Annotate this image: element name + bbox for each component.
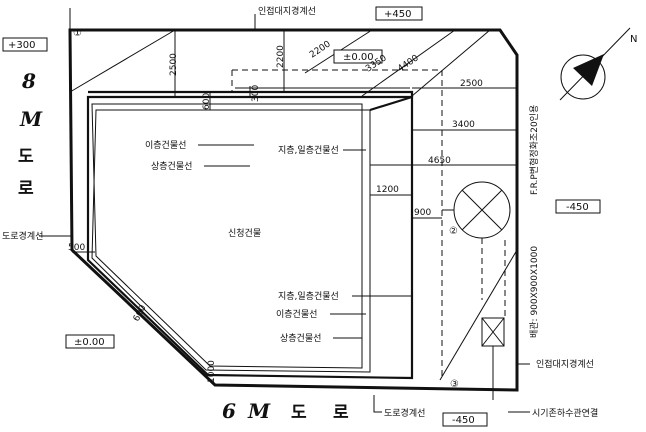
label-second-floor-top: 이층건물선 bbox=[145, 140, 186, 151]
elevation-top-center: +450 bbox=[375, 6, 423, 21]
label-adjacent-boundary-right: 인접대지경계선 bbox=[536, 358, 594, 370]
sewer-box bbox=[481, 240, 506, 400]
site-boundary bbox=[68, 28, 519, 392]
label-upper-floor-bottom: 상층건물선 bbox=[280, 333, 321, 344]
frp-septic-tank bbox=[442, 181, 511, 300]
dim-1200: 1200 bbox=[376, 185, 399, 195]
drawing-shape-49 bbox=[333, 49, 383, 64]
drawing-shape-2 bbox=[91, 103, 363, 369]
drawing-text-3: ±0.00 bbox=[343, 52, 374, 63]
drawing-text-41: 도 bbox=[18, 147, 34, 167]
dim-3400: 3400 bbox=[452, 120, 475, 130]
building-second-floor-outline bbox=[91, 103, 363, 369]
drawing-shape-0 bbox=[68, 28, 519, 392]
road-left-label: 8 M 도 로 bbox=[18, 69, 43, 199]
drawing-shape-6 bbox=[369, 95, 413, 112]
building-first-floor-outline bbox=[86, 95, 414, 380]
drawing-text-40: M bbox=[19, 107, 43, 131]
drawing-shape-4 bbox=[88, 90, 414, 97]
drawing-text-4: -450 bbox=[566, 202, 589, 213]
drawing-shape-13 bbox=[439, 249, 518, 381]
building-top-strip bbox=[88, 87, 414, 112]
drawing-shape-9 bbox=[69, 29, 176, 93]
dim-1000-corner: 1000 bbox=[207, 360, 217, 383]
elevation-left-bottom: ±0.00 bbox=[65, 334, 115, 349]
drawing-text-5: ±0.00 bbox=[74, 337, 105, 348]
drawing-text-6: -450 bbox=[452, 415, 475, 426]
label-upper-floor-top: 상층건물선 bbox=[151, 161, 192, 172]
drawing-shape-41 bbox=[481, 317, 505, 347]
drawing-text-1: +300 bbox=[8, 40, 35, 51]
drawing-text-43: 6 bbox=[222, 399, 236, 423]
dim-4650: 4650 bbox=[428, 156, 451, 166]
drawing-shape-1 bbox=[86, 95, 414, 380]
north-label: N bbox=[630, 34, 637, 45]
label-sewer-connection: 시기존하수관연결 bbox=[532, 408, 598, 419]
elevation-top-middle: ±0.00 bbox=[333, 49, 383, 64]
label-first-floor-top: 지층,일층건물선 bbox=[278, 145, 339, 156]
building-upper-floor-outline bbox=[91, 109, 371, 373]
drawing-shape-12 bbox=[411, 29, 491, 97]
drawing-shape-44 bbox=[560, 54, 606, 100]
drawing-shape-3 bbox=[91, 109, 371, 373]
label-sewer-pipe: 배관: 900X900X1000 bbox=[529, 246, 540, 338]
drawing-shape-52 bbox=[442, 412, 488, 427]
drawing-shape-50 bbox=[555, 199, 601, 214]
label-frp-tank: F.R.P변형정화조20인용 bbox=[529, 105, 540, 195]
label-new-building: 신청건물 bbox=[228, 228, 261, 239]
north-arrow-icon: N bbox=[559, 27, 637, 101]
drawing-shape-48 bbox=[375, 6, 423, 21]
drawing-shape-51 bbox=[65, 334, 115, 349]
drawing-text-44: M bbox=[247, 399, 271, 423]
point-2: ② bbox=[449, 226, 458, 237]
label-leaders bbox=[39, 144, 530, 413]
elevation-top-left: +300 bbox=[2, 37, 48, 52]
label-second-floor-bottom: 이층건물선 bbox=[276, 309, 317, 320]
dim-300: 300 bbox=[251, 85, 261, 102]
dim-900: 900 bbox=[414, 208, 431, 218]
drawing-shape-33 bbox=[373, 395, 382, 413]
drawing-shape-7 bbox=[232, 69, 443, 380]
drawing-shape-11 bbox=[361, 29, 456, 97]
label-road-boundary-bottom: 도로경계선 bbox=[384, 407, 425, 419]
drawing-text-39: 8 bbox=[21, 69, 36, 93]
drawing-text-45: 도 bbox=[291, 403, 307, 423]
drawing-text-46: 로 bbox=[333, 403, 349, 423]
drawing-text-42: 로 bbox=[18, 179, 34, 199]
label-first-floor-bottom: 지층,일층건물선 bbox=[278, 291, 339, 302]
dim-2200-mid: 2200 bbox=[276, 45, 286, 68]
drawing-shape-46 bbox=[573, 54, 604, 86]
dim-500-left: 500 bbox=[68, 243, 85, 253]
label-road-boundary-left: 도로경계선 bbox=[2, 230, 43, 242]
label-adjacent-boundary-top: 인접대지경계선 bbox=[258, 5, 316, 17]
elevation-bottom-right: -450 bbox=[442, 412, 488, 427]
dimension-lines bbox=[69, 8, 517, 253]
point-3: ③ bbox=[450, 379, 459, 390]
drawing-shape-37 bbox=[461, 189, 503, 231]
road-bottom-label: 6 M 도 로 bbox=[222, 399, 349, 423]
setback-diagonals bbox=[69, 29, 518, 381]
point-1: ① bbox=[73, 28, 82, 39]
drawing-text-2: +450 bbox=[384, 9, 411, 20]
drawing-shape-47 bbox=[2, 37, 48, 52]
dim-600: 600 bbox=[202, 93, 212, 110]
dim-2500-right: 2500 bbox=[460, 79, 483, 89]
dim-2500-left: 2500 bbox=[169, 53, 179, 76]
upper-dashed-outline bbox=[231, 69, 443, 380]
elevation-right: -450 bbox=[555, 199, 601, 214]
